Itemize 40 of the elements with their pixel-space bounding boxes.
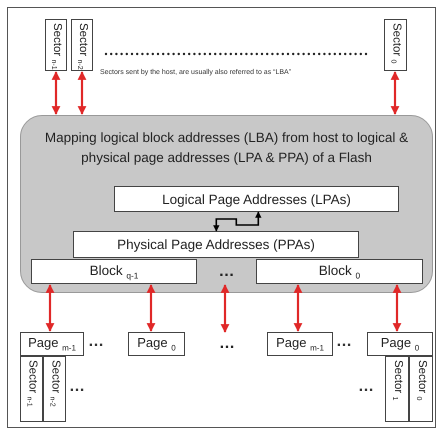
arrow xyxy=(390,71,400,115)
arrow xyxy=(52,71,60,115)
address-box xyxy=(31,259,197,284)
address-box xyxy=(73,231,359,258)
mapping-panel xyxy=(20,115,433,293)
address-box xyxy=(267,332,333,356)
arrow xyxy=(213,211,262,232)
address-box xyxy=(256,259,423,284)
sector-box xyxy=(43,356,66,422)
box-label: Block $_{0}$ xyxy=(318,262,360,280)
sector-box xyxy=(20,356,43,422)
address-box xyxy=(367,332,433,356)
arrow xyxy=(146,284,156,332)
ellipsis: … xyxy=(336,333,352,351)
address-box xyxy=(114,186,399,212)
ellipsis: … xyxy=(219,335,235,353)
arrow xyxy=(46,284,54,332)
box-label: Physical Page Addresses (PPAs) xyxy=(117,237,315,252)
box-label: Page $_{0}$ xyxy=(137,335,176,353)
arrow xyxy=(294,284,302,332)
arrow xyxy=(220,284,230,333)
ellipsis: … xyxy=(218,262,234,280)
box-label: Page $_{m-1}$ xyxy=(28,335,76,353)
address-box xyxy=(20,332,84,356)
panel-title: Mapping logical block addresses (LBA) from host to logical & physical page addresses (LPA & PPA) of a Flash xyxy=(44,129,410,167)
sector-box xyxy=(71,19,93,71)
box-label: Page $_{m-1}$ xyxy=(276,335,324,353)
address-box xyxy=(128,332,185,356)
sector-box xyxy=(385,356,409,422)
ellipsis: … xyxy=(358,378,374,396)
ellipsis: … xyxy=(88,333,104,351)
sector-box xyxy=(384,19,407,71)
box-label: Logical Page Addresses (LPAs) xyxy=(162,192,351,206)
box-label: Page $_{0}$ xyxy=(380,335,420,353)
sector-box xyxy=(409,356,433,422)
sector-box xyxy=(45,19,67,71)
ellipsis: … xyxy=(69,378,85,396)
arrow xyxy=(78,71,86,115)
arrow xyxy=(392,284,402,332)
box-label: Block $_{q-1}$ xyxy=(90,262,138,280)
